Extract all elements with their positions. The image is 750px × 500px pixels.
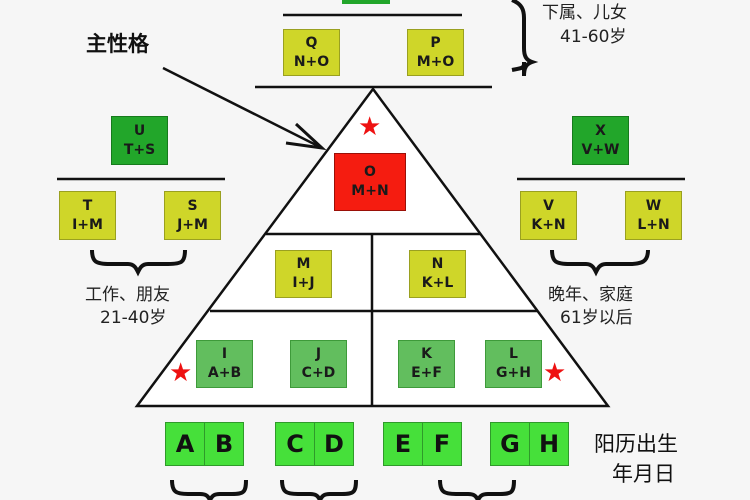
box-n-formula: K+L	[421, 275, 454, 291]
box-q-name: Q	[305, 34, 318, 51]
box-s-formula: J+M	[177, 216, 208, 233]
box-o-apex: O M+N	[334, 153, 406, 211]
base-cell-e: E	[394, 430, 412, 458]
box-k-name: K	[421, 346, 432, 362]
box-k-formula: E+F	[411, 365, 442, 381]
base-caption-line1: 阳历出生	[594, 432, 678, 456]
box-l-formula: G+H	[496, 365, 531, 381]
base-caption-line2: 年月日	[612, 462, 675, 486]
left-caption-line2: 21-40岁	[100, 308, 167, 328]
right-caption-line2: 61岁以后	[560, 308, 633, 328]
box-o-formula: M+N	[351, 183, 389, 199]
base-pair-cd: C D	[275, 422, 354, 466]
box-t: T I+M	[59, 191, 116, 240]
star-icon: ★	[169, 358, 193, 388]
box-o-name: O	[364, 164, 376, 180]
box-j: J C+D	[290, 340, 347, 388]
base-pair-gh: G H	[490, 422, 569, 466]
box-x: X V+W	[572, 116, 629, 165]
box-u: U T+S	[111, 116, 168, 165]
top-caption-line2: 41-60岁	[560, 27, 627, 47]
base-cell-a: A	[175, 430, 195, 458]
box-m-name: M	[296, 256, 311, 272]
main-personality-label: 主性格	[86, 32, 149, 56]
box-s: S J+M	[164, 191, 221, 240]
right-caption-line1: 晚年、家庭	[548, 285, 633, 305]
box-q-formula: N+O	[293, 53, 330, 70]
box-p-formula: M+O	[416, 53, 455, 70]
box-m-formula: I+J	[292, 275, 315, 291]
box-v-formula: K+N	[531, 216, 566, 233]
box-j-formula: C+D	[301, 365, 336, 381]
box-q: Q N+O	[283, 29, 340, 76]
box-i-formula: A+B	[207, 365, 242, 381]
box-p-name: P	[430, 34, 441, 51]
box-u-formula: T+S	[123, 141, 156, 158]
base-cell-d: D	[314, 423, 353, 465]
box-l-name: L	[509, 346, 518, 362]
box-w: W L+N	[625, 191, 682, 240]
box-n: N K+L	[409, 250, 466, 298]
box-m: M I+J	[275, 250, 332, 298]
base-pair-ab: A B	[165, 422, 244, 466]
box-s-name: S	[187, 197, 198, 214]
left-caption-line1: 工作、朋友	[85, 285, 170, 305]
box-i: I A+B	[196, 340, 253, 388]
base-cell-f: F	[422, 423, 461, 465]
box-i-name: I	[221, 346, 228, 362]
base-cell-c: C	[286, 430, 304, 458]
box-u-name: U	[133, 122, 146, 139]
box-n-name: N	[431, 256, 444, 272]
box-x-name: X	[595, 122, 606, 139]
box-w-name: W	[645, 197, 662, 214]
top-caption-line1: 下属、儿女	[542, 3, 627, 23]
box-k: K E+F	[398, 340, 455, 388]
base-cell-b: B	[204, 423, 243, 465]
box-v: V K+N	[520, 191, 577, 240]
base-cell-g: G	[500, 430, 520, 458]
star-icon: ★	[358, 112, 382, 142]
box-l: L G+H	[485, 340, 542, 388]
box-v-name: V	[543, 197, 554, 214]
box-t-name: T	[82, 197, 93, 214]
base-pair-ef: E F	[383, 422, 462, 466]
box-t-formula: I+M	[72, 216, 103, 233]
box-x-formula: V+W	[581, 141, 620, 158]
star-icon: ★	[543, 358, 567, 388]
box-w-formula: L+N	[637, 216, 670, 233]
base-cell-h: H	[529, 423, 568, 465]
box-p: P M+O	[407, 29, 464, 76]
box-j-name: J	[315, 346, 322, 362]
